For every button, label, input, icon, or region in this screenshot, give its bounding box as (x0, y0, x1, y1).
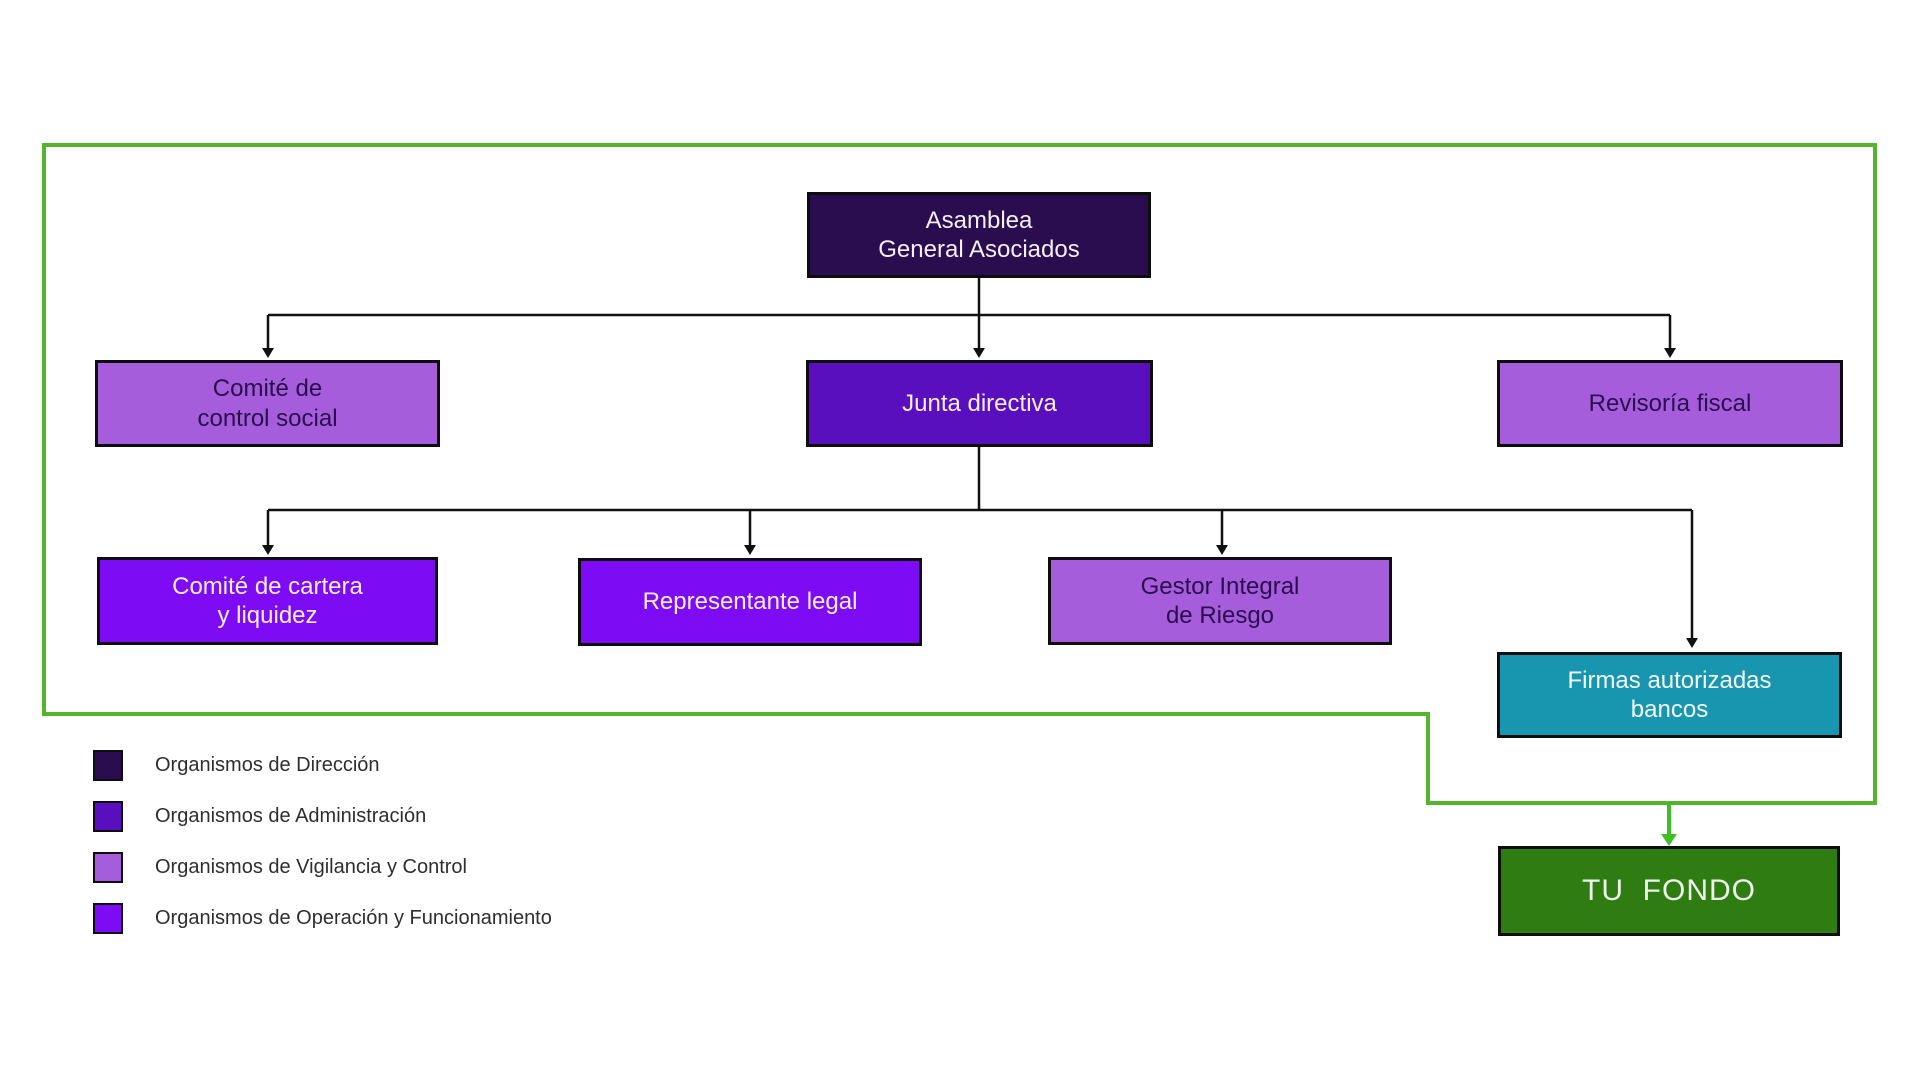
node-comite-de-cartera-y-liquidez: Comité de cartera y liquidez (97, 557, 438, 645)
node-tu-fondo: TU FONDO (1498, 846, 1840, 936)
green-arrowhead-to-tu-fondo (1661, 834, 1677, 846)
legend-item-administracion: Organismos de Administración (93, 801, 552, 832)
legend-swatch-direccion (93, 750, 123, 781)
legend-label-operacion-funcionamiento: Organismos de Operación y Funcionamiento (155, 907, 552, 929)
legend-swatch-operacion-funcionamiento (93, 903, 123, 934)
arrowhead-to-representante (744, 545, 756, 555)
arrowhead-to-junta (973, 348, 985, 358)
node-asamblea-general-asociados: Asamblea General Asociados (807, 192, 1151, 278)
legend-item-vigilancia-control: Organismos de Vigilancia y Control (93, 852, 552, 883)
legend-item-operacion-funcionamiento: Organismos de Operación y Funcionamiento (93, 903, 552, 934)
level2-connector-lines (266, 447, 1694, 640)
arrowhead-to-comite-control (262, 348, 274, 358)
arrowhead-to-cartera (262, 545, 274, 555)
arrowhead-to-revisoria (1664, 348, 1676, 358)
arrowhead-to-gestor (1216, 545, 1228, 555)
node-representante-legal: Representante legal (578, 558, 922, 646)
node-firmas-autorizadas-bancos: Firmas autorizadas bancos (1497, 652, 1842, 738)
legend-swatch-vigilancia-control (93, 852, 123, 883)
level1-connector-lines (266, 278, 1672, 350)
legend-item-direccion: Organismos de Dirección (93, 750, 552, 781)
legend-label-administracion: Organismos de Administración (155, 805, 427, 827)
node-junta-directiva: Junta directiva (806, 360, 1153, 447)
legend: Organismos de Dirección Organismos de Ad… (93, 750, 552, 934)
node-revisoria-fiscal: Revisoría fiscal (1497, 360, 1843, 447)
arrowhead-to-firmas (1686, 638, 1698, 648)
node-gestor-integral-de-riesgo: Gestor Integral de Riesgo (1048, 557, 1392, 645)
legend-swatch-administracion (93, 801, 123, 832)
legend-label-direccion: Organismos de Dirección (155, 754, 380, 776)
node-comite-de-control-social: Comité de control social (95, 360, 440, 447)
legend-label-vigilancia-control: Organismos de Vigilancia y Control (155, 856, 468, 878)
